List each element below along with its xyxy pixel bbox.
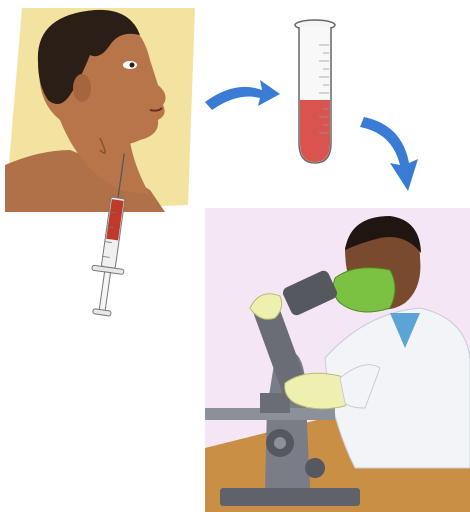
curved-arrow-icon xyxy=(200,70,285,120)
patient-ear xyxy=(73,74,91,102)
lab-technician-microscope-illustration xyxy=(205,208,470,512)
face-mask xyxy=(333,268,395,312)
curved-arrow-icon xyxy=(352,115,422,195)
test-tube-icon xyxy=(285,15,345,170)
patient-syringe-illustration xyxy=(0,0,200,330)
